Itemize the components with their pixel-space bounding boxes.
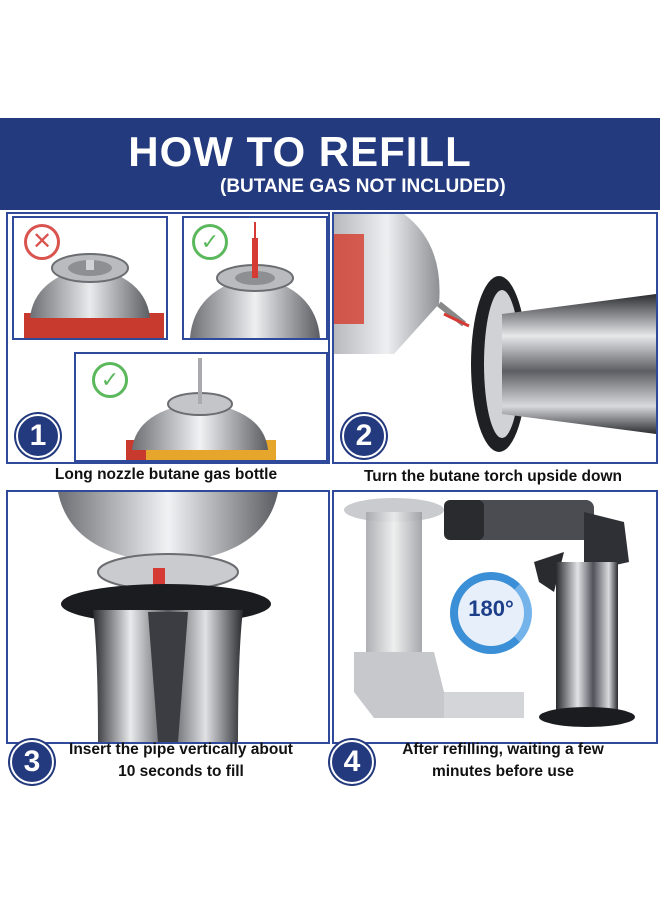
step-1-caption: Long nozzle butane gas bottle [54, 466, 278, 483]
long-nozzle-image-top: ✓ [182, 216, 328, 340]
step-2-caption: Turn the butane torch upside down [363, 468, 623, 485]
rotation-arrow-icon [450, 572, 532, 654]
long-nozzle-bottle-illustration [190, 222, 320, 338]
step-2-panel: 2 [332, 212, 658, 464]
long-nozzle-image-bottom: ✓ [74, 352, 328, 462]
short-nozzle-image: ✕ [12, 216, 168, 340]
step-4-panel: 180° [332, 490, 658, 744]
page-subtitle: (BUTANE GAS NOT INCLUDED) [220, 176, 506, 197]
step-3-caption-line2: 10 seconds to fill [118, 763, 244, 780]
long-nozzle-bottle-illustration-2 [126, 358, 276, 460]
step-4-badge: 4 [330, 740, 374, 784]
short-nozzle-bottle-illustration [24, 253, 164, 338]
step-4-caption-line1: After refilling, waiting a few [402, 741, 604, 758]
rotation-badge: 180° [468, 596, 514, 621]
step-3-caption-line1: Insert the pipe vertically about [69, 741, 293, 758]
step-3-panel: 3 [6, 490, 330, 744]
step-3-badge-outer: 3 [10, 740, 54, 784]
insert-pipe-illustration [58, 492, 278, 742]
torch-rotation-illustration [344, 498, 635, 727]
upside-down-torch-illustration [334, 214, 656, 452]
page-title: HOW TO REFILL [128, 128, 472, 175]
step-1-badge: 1 [16, 414, 60, 458]
step-2-badge: 2 [342, 414, 386, 458]
step-4-caption-line2: minutes before use [431, 763, 575, 780]
x-mark-icon: ✕ [24, 224, 60, 260]
step-1-panel: ✕ ✓ [6, 212, 330, 464]
header-banner: HOW TO REFILL (BUTANE GAS NOT INCLUDED) [0, 118, 660, 210]
check-mark-icon: ✓ [92, 362, 128, 398]
check-mark-icon: ✓ [192, 224, 228, 260]
